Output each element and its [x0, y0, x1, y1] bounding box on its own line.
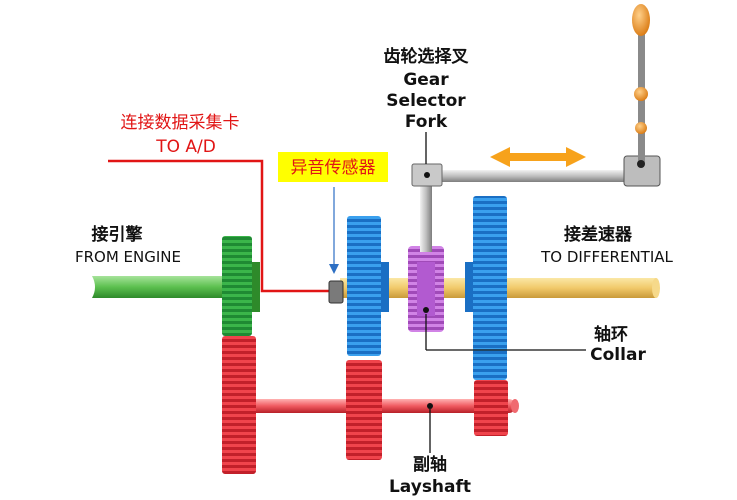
output-shaft-end	[652, 278, 660, 298]
lever-pivot	[637, 160, 645, 168]
lever-knob	[632, 4, 650, 36]
fork-horizontal-rod	[428, 170, 628, 182]
collar-label-cn: 轴环	[594, 324, 628, 345]
output-gear-left	[347, 216, 381, 356]
collar-label-en: Collar	[590, 345, 646, 365]
input-gear	[222, 236, 252, 336]
shift-double-arrow	[490, 147, 586, 167]
engine-label-cn: 接引擎	[92, 224, 144, 245]
sensor-label-box	[278, 152, 388, 182]
input-shaft	[92, 276, 222, 298]
collar-dot	[423, 307, 429, 313]
lever-ball-1	[634, 87, 648, 101]
gear-selector-fork-cn: 齿轮选择叉	[384, 46, 470, 67]
layshaft-gear-3	[474, 380, 508, 436]
lever-ball-2	[635, 122, 647, 134]
layshaft	[250, 399, 515, 413]
collar-hub	[417, 262, 435, 316]
differential-label-en: TO DIFFERENTIAL	[540, 248, 673, 266]
input-gear-hub	[252, 262, 260, 312]
layshaft-end	[511, 399, 519, 413]
output-gear-right	[473, 196, 507, 380]
sensor-label: 异音传感器	[291, 158, 376, 178]
daq-wire	[108, 159, 330, 293]
differential-label-cn: 接差速器	[564, 224, 633, 245]
daq-label-cn: 连接数据采集卡	[121, 113, 240, 133]
sensor-pointer-arrow	[329, 264, 339, 274]
output-gear-right-hub	[465, 262, 473, 312]
layshaft-label-en: Layshaft	[389, 477, 471, 497]
gear-selector-fork-en-2: Selector	[386, 91, 466, 111]
output-gear-left-hub	[381, 262, 389, 312]
fork-vertical-rod	[420, 176, 432, 252]
gear-selector-fork-en-1: Gear	[403, 70, 449, 90]
layshaft-gear-1	[222, 336, 256, 474]
engine-label-en: FROM ENGINE	[75, 248, 181, 266]
fork-pivot	[424, 172, 430, 178]
daq-label-en: TO A/D	[155, 137, 216, 157]
noise-sensor	[328, 280, 344, 304]
gear-selector-fork-en-3: Fork	[405, 112, 448, 132]
layshaft-gear-2	[346, 360, 382, 460]
layshaft-dot	[427, 403, 433, 409]
layshaft-label-cn: 副轴	[413, 454, 447, 475]
